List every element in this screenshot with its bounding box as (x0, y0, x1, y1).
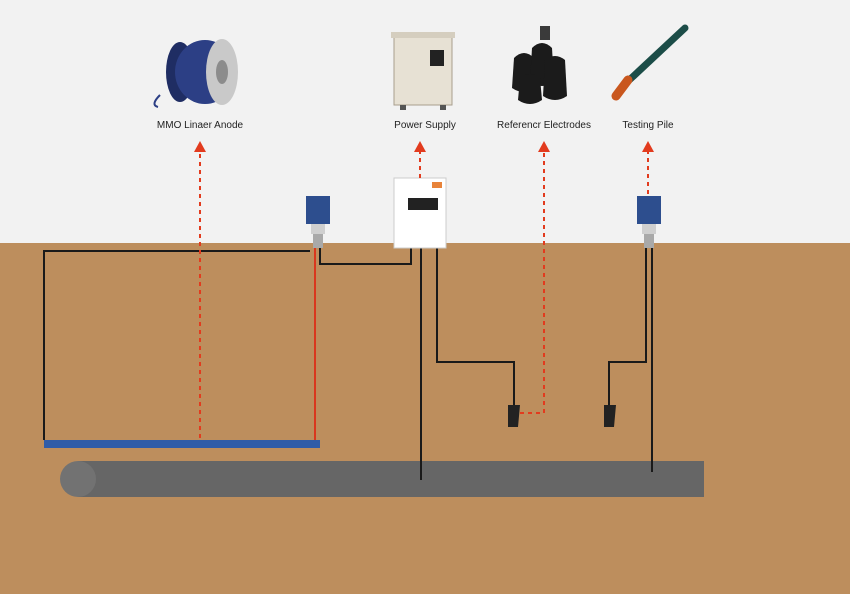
arrowheads (194, 141, 654, 152)
testing-pile-rod-icon (611, 24, 689, 101)
reference-electrode-icon (604, 405, 616, 427)
label-reference-electrodes: Referencr Electrodes (497, 120, 591, 131)
wiring (43, 245, 653, 480)
power-cabinet-icon (391, 32, 455, 110)
dashed-arrows (199, 152, 649, 438)
label-testing-pile: Testing Pile (622, 120, 674, 131)
junction-box-icon (306, 196, 330, 248)
junction-box-icon (637, 196, 661, 248)
label-mmo-anode: MMO Linaer Anode (156, 120, 244, 131)
power-supply-unit (393, 177, 447, 249)
soil-ground (0, 243, 850, 594)
reference-electrode-icon (508, 405, 520, 427)
electrode-bags-icon (512, 26, 567, 104)
anode-bar (44, 440, 320, 448)
label-power-supply: Power Supply (394, 120, 456, 131)
pipeline (60, 461, 704, 497)
cable-reel-icon (153, 39, 238, 108)
